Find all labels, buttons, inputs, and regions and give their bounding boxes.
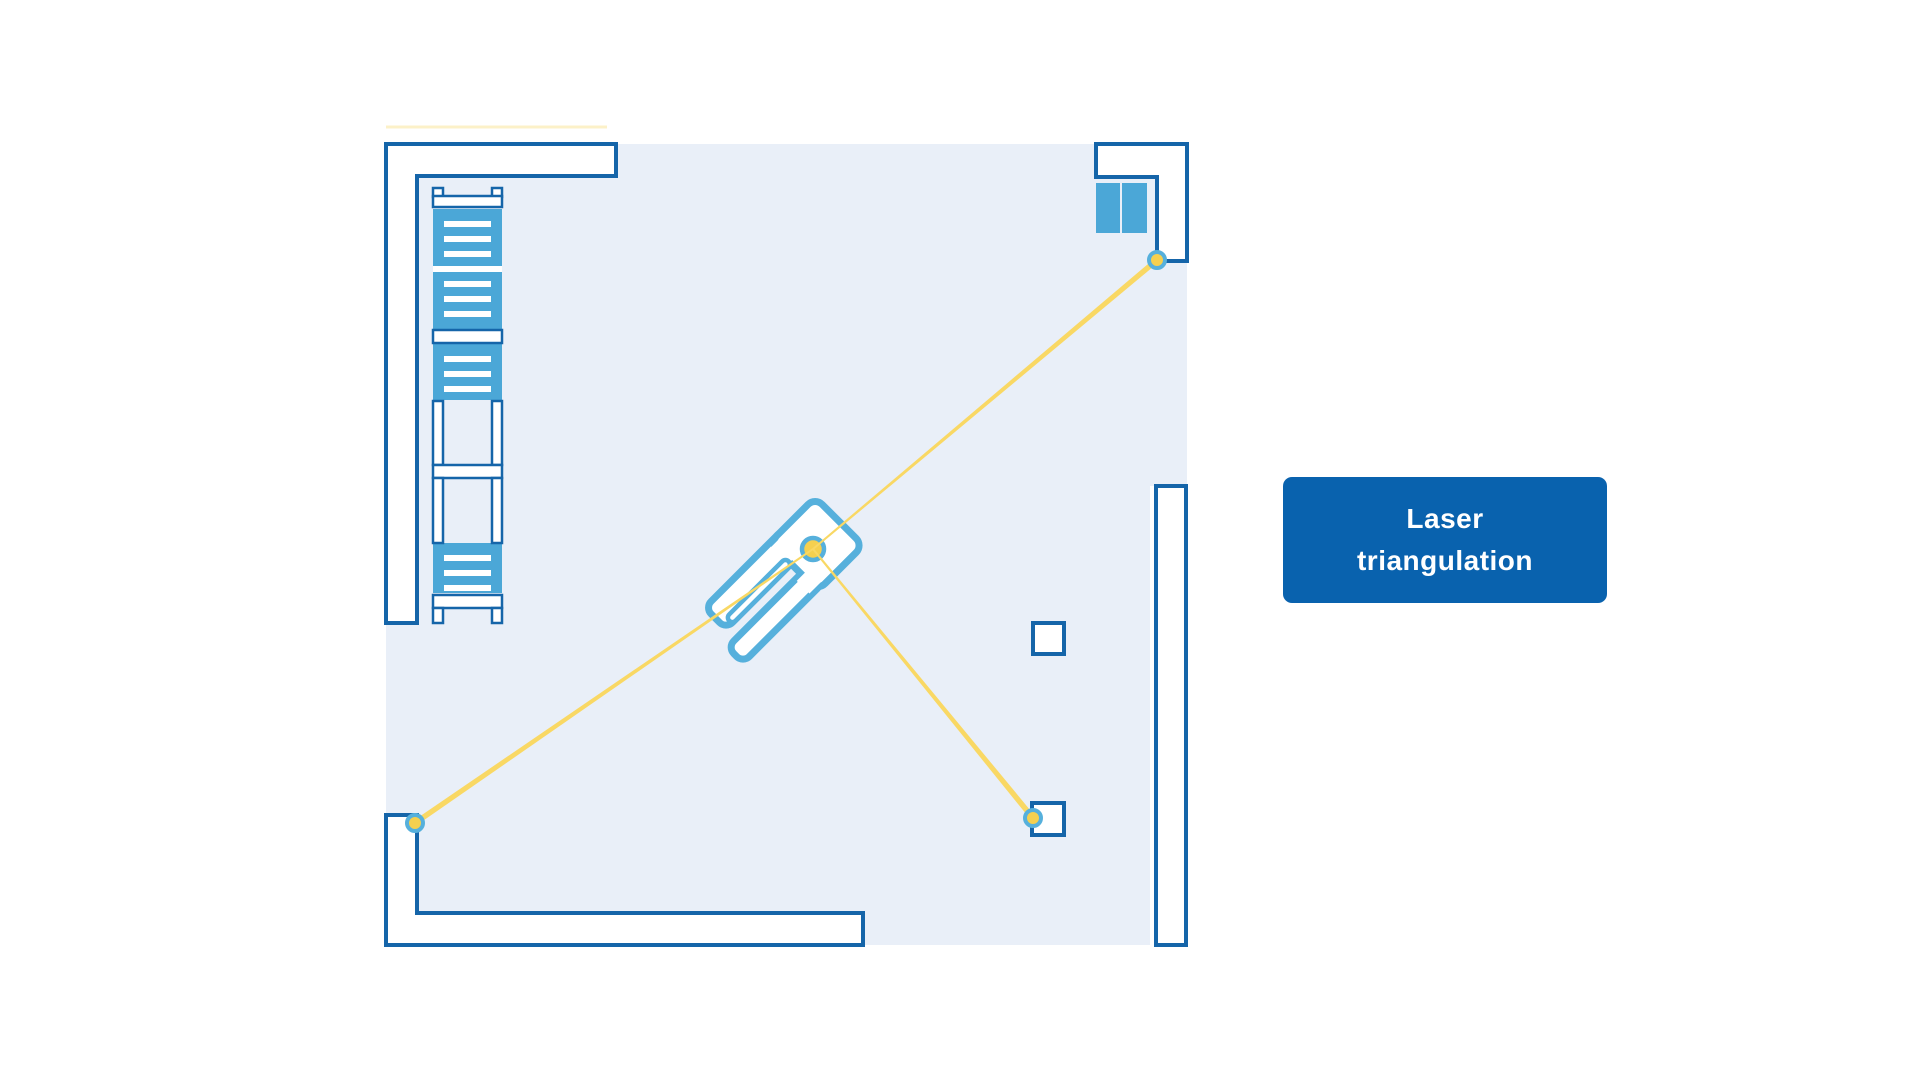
reflector-bottom-left <box>405 813 425 833</box>
door-panel-right <box>1122 183 1147 233</box>
rack-goods-bottom <box>433 543 502 593</box>
marker-square-mid-right <box>1031 621 1066 656</box>
door-panel-left <box>1096 183 1120 233</box>
laser-triangulation-label: Laser triangulation <box>1283 477 1607 603</box>
label-line-2: triangulation <box>1356 545 1534 576</box>
door-panels <box>1096 183 1147 233</box>
laser-beam-to-top-right-reflector <box>812 257 1159 550</box>
laser-beam-to-bottom-left-reflector <box>413 548 814 826</box>
rack-frame <box>431 186 504 625</box>
wall-reflectors <box>405 250 1167 833</box>
reflector-bottom-center <box>1023 808 1043 828</box>
label-line-1: Laser <box>1406 503 1484 534</box>
laser-beam-to-bottom-center-reflector <box>812 548 1036 820</box>
laser-beams <box>386 125 1159 826</box>
perimeter-walls <box>384 142 1189 947</box>
wall-top-left <box>384 142 618 625</box>
storage-rack <box>431 186 504 625</box>
wall-right-segment <box>1154 484 1188 947</box>
reflector-top-right <box>1147 250 1167 270</box>
